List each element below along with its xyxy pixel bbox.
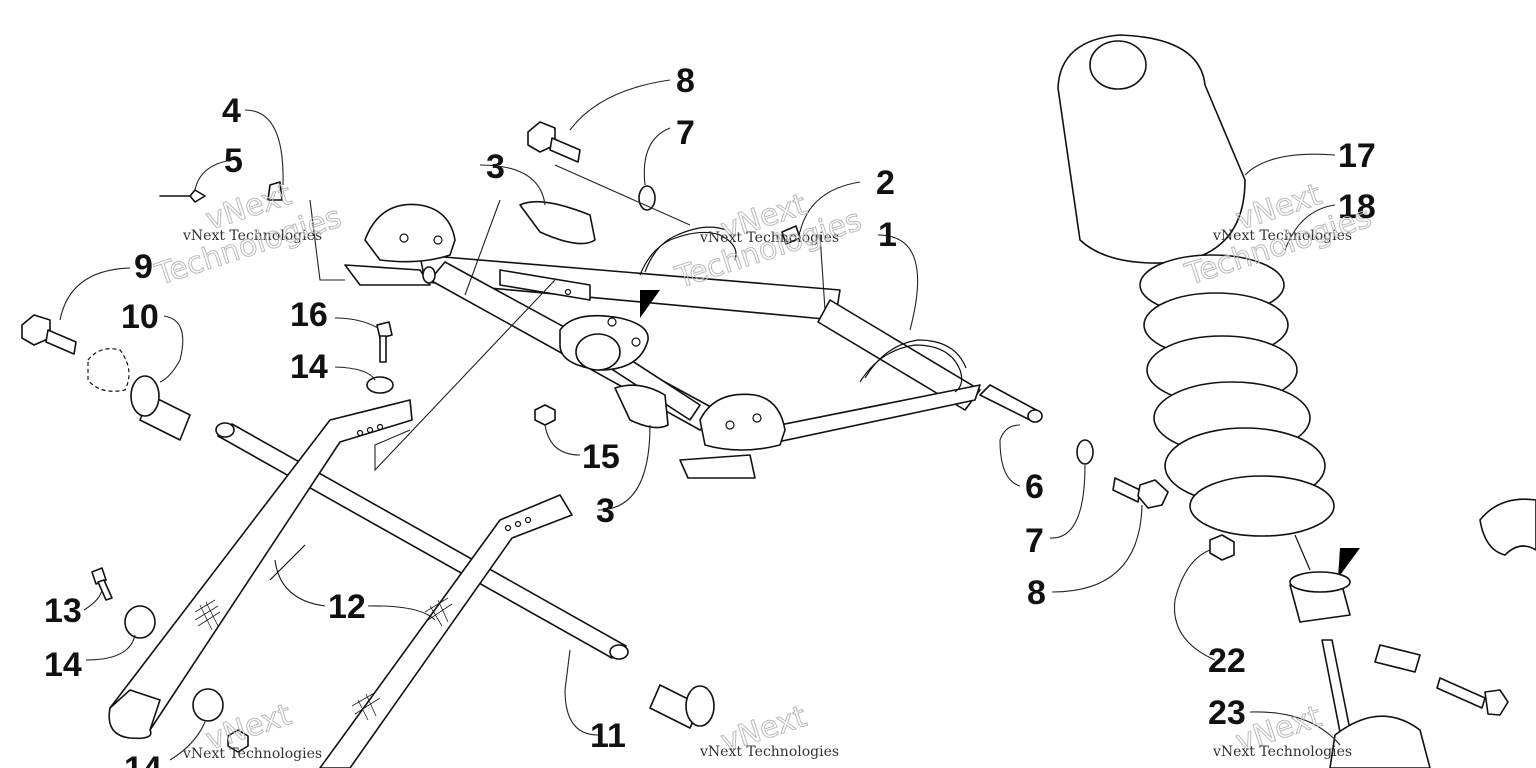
- leader-lines: [59, 79, 1341, 761]
- callout-7-right: 7: [1025, 522, 1044, 560]
- rivet: [159, 189, 206, 203]
- shock-rod: [1294, 534, 1311, 571]
- washer-left: [87, 348, 130, 392]
- callout-11: 11: [590, 717, 626, 755]
- watermark-text: vNext Technologies: [699, 230, 839, 246]
- callout-8-right: 8: [1027, 574, 1046, 612]
- pointer-arrow-right: [1338, 548, 1360, 578]
- shock-lower-rod: [1321, 639, 1351, 733]
- washer-right: [1076, 439, 1094, 465]
- bolt-16: [376, 321, 393, 363]
- watermark-text: vNext Technologies: [699, 744, 839, 760]
- shock-body-lower: [1329, 715, 1431, 768]
- callout-22: 22: [1208, 642, 1246, 680]
- shock-boot: [1057, 34, 1246, 264]
- bolt-13: [91, 567, 113, 601]
- washer-16: [366, 376, 394, 394]
- rail-arm-edge: [269, 544, 306, 581]
- callout-5: 5: [224, 142, 243, 180]
- bolt-left: [21, 314, 77, 355]
- callout-1: 1: [878, 216, 897, 254]
- callout-18: 18: [1338, 188, 1376, 226]
- clip: [267, 181, 283, 201]
- callout-3-bottom: 3: [596, 492, 615, 530]
- cross-shaft: [215, 422, 629, 660]
- watermark-text: vNext Technologies: [182, 746, 322, 762]
- nut-14: [227, 729, 249, 753]
- callout-23: 23: [1208, 694, 1246, 732]
- callout-14-low: 14: [44, 646, 82, 684]
- callout-15: 15: [582, 438, 620, 476]
- a-arm-frame: [344, 203, 1043, 479]
- callout-6: 6: [1025, 468, 1044, 506]
- callout-14-bottom: 14: [124, 750, 162, 768]
- coil-spring: [1139, 254, 1335, 537]
- shock-eye: [1289, 571, 1351, 623]
- callout-8-top: 8: [676, 62, 695, 100]
- bracket-right: [1479, 498, 1536, 556]
- callout-7-top: 7: [676, 114, 695, 152]
- callout-3-top: 3: [486, 148, 505, 186]
- callout-labels: 8 7 4 5 3 2 1 9 10 16 14 15 3 6 7 8 17 1…: [44, 62, 1376, 768]
- grease-fitting: [781, 225, 801, 245]
- spacer-right: [1374, 644, 1421, 673]
- bushing-left: [130, 375, 191, 441]
- callout-17: 17: [1338, 137, 1376, 175]
- rail-arm-right: [319, 494, 573, 768]
- watermark-text: vNext Technologies: [1212, 744, 1352, 760]
- callout-16: 16: [290, 296, 328, 334]
- rail-arm-left: [108, 399, 413, 740]
- wear-pad-upper: [519, 200, 596, 245]
- washer-14b: [192, 688, 224, 722]
- nut-22: [1209, 534, 1235, 561]
- bushing-right: [649, 684, 715, 729]
- bolt-top: [527, 121, 581, 163]
- wear-pad-lower: [614, 384, 669, 429]
- callout-12-left: 12: [328, 588, 366, 626]
- callout-10: 10: [121, 298, 159, 336]
- watermark-text: vNext Technologies: [182, 228, 322, 244]
- bolt-right: [1112, 477, 1169, 509]
- pointer-arrow: [640, 290, 660, 318]
- callout-2: 2: [876, 164, 895, 202]
- callout-4: 4: [222, 92, 241, 130]
- callout-13: 13: [44, 592, 82, 630]
- washer-14a: [124, 605, 156, 639]
- callout-14-mid: 14: [290, 348, 328, 386]
- nut-15: [534, 404, 556, 426]
- bolt-23: [1436, 677, 1509, 716]
- callout-9: 9: [134, 248, 153, 286]
- watermark-text: vNext Technologies: [1212, 228, 1352, 244]
